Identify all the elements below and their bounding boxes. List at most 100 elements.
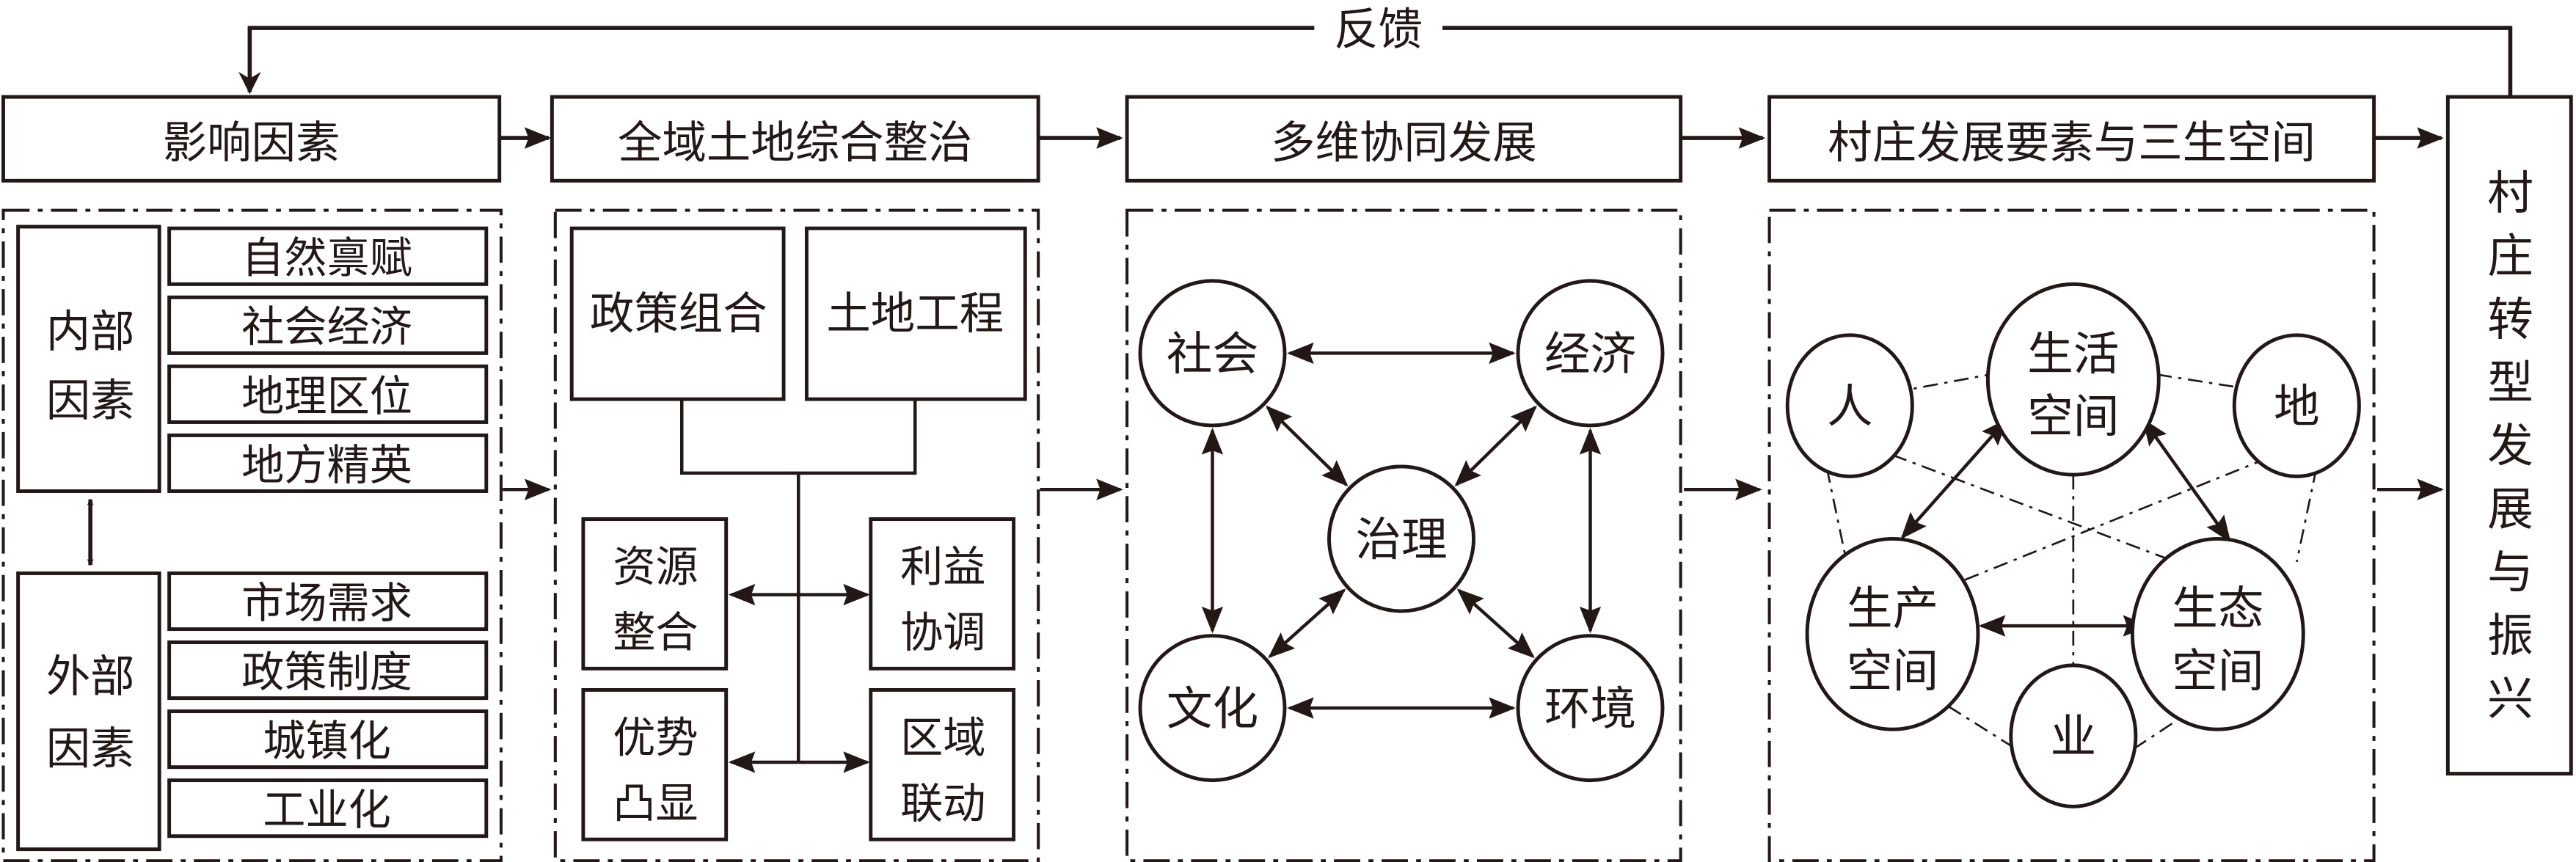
internal-factors-label-1: 内部 xyxy=(46,306,135,357)
element-land-label: 地 xyxy=(2274,379,2320,433)
effect-box xyxy=(581,517,729,671)
dash-land-production xyxy=(1964,454,2276,581)
link-living-ecology xyxy=(2142,418,2231,543)
effect-box xyxy=(869,517,1016,671)
effect-label-line: 整合 xyxy=(613,607,698,657)
node-governance-label: 治理 xyxy=(1355,513,1447,566)
outcome-char: 型 xyxy=(2487,356,2533,409)
factor-item-box xyxy=(167,640,489,701)
policy-combination-box xyxy=(569,226,786,401)
feedback-line-left xyxy=(238,26,1315,95)
factor-item-box xyxy=(167,571,489,632)
link-economy-governance xyxy=(1454,405,1538,487)
factor-item-box xyxy=(167,295,489,355)
effect-label-line: 区域 xyxy=(900,713,985,763)
outcome-char: 振 xyxy=(2487,609,2533,662)
land-engineering-label: 土地工程 xyxy=(826,288,1004,340)
header-village-elements: 村庄发展要素与三生空间 xyxy=(1767,95,2376,183)
outcome-char: 展 xyxy=(2487,482,2533,536)
effect-label-line: 协调 xyxy=(900,607,985,657)
factor-item-label: 地方精英 xyxy=(241,440,412,490)
header-consolidation-label: 全域土地综合整治 xyxy=(618,117,973,169)
effect-box xyxy=(869,687,1016,841)
effect-label-line: 凸显 xyxy=(613,778,698,828)
space-production-label-2: 空间 xyxy=(1847,644,1938,698)
outcome-char: 村 xyxy=(2487,166,2533,219)
link-living-production xyxy=(1900,418,2008,539)
policy-combination-label: 政策组合 xyxy=(590,288,767,340)
node-environment xyxy=(1516,634,1665,783)
element-people-label: 人 xyxy=(1827,379,1873,433)
factor-item-box xyxy=(167,226,489,286)
factor-item-label: 工业化 xyxy=(263,785,391,835)
node-environment-label: 环境 xyxy=(1544,682,1636,735)
factor-item-label: 社会经济 xyxy=(241,302,412,352)
factor-item-box xyxy=(167,433,489,493)
factor-item-label: 市场需求 xyxy=(241,578,412,628)
space-ecology-label-1: 生态 xyxy=(2172,582,2263,635)
effect-label-line: 联动 xyxy=(900,778,985,828)
outcome-char: 发 xyxy=(2487,419,2533,472)
link-environment-governance xyxy=(1456,588,1535,659)
factor-item-label: 地理区位 xyxy=(241,371,412,421)
factor-item-label: 城镇化 xyxy=(263,716,391,766)
external-factors-label-2: 因素 xyxy=(46,723,135,775)
node-culture xyxy=(1138,634,1287,783)
factor-item-box xyxy=(167,364,489,424)
feedback-line-right xyxy=(1442,26,2513,98)
space-living-label-2: 空间 xyxy=(2027,390,2119,443)
element-industry-label: 业 xyxy=(2050,710,2096,764)
feedback-loop: 反馈 xyxy=(238,4,2513,98)
link-society-governance xyxy=(1265,405,1349,487)
feedback-label: 反馈 xyxy=(1334,4,1423,55)
node-culture-label: 文化 xyxy=(1167,682,1258,735)
space-ecology xyxy=(2130,536,2305,731)
header-multidimensional-synergy: 多维协同发展 xyxy=(1125,95,1683,183)
effect-label-line: 优势 xyxy=(613,713,698,763)
node-society xyxy=(1138,279,1287,428)
internal-factors-box xyxy=(16,224,161,493)
effect-label-line: 资源 xyxy=(613,542,698,592)
node-economy xyxy=(1516,279,1665,428)
node-society-label: 社会 xyxy=(1167,327,1258,381)
dash-people-production xyxy=(1825,467,1848,563)
factor-item-box xyxy=(167,709,489,770)
external-factors-box xyxy=(16,571,161,852)
effect-box xyxy=(581,687,729,841)
header-influence-factors: 影响因素 xyxy=(1,95,502,183)
node-governance xyxy=(1327,464,1475,613)
effect-label-line: 利益 xyxy=(900,542,985,592)
space-living-label-1: 生活 xyxy=(2027,327,2119,381)
outcome-char: 兴 xyxy=(2487,672,2533,726)
header-land-consolidation: 全域土地综合整治 xyxy=(550,95,1040,183)
element-people xyxy=(1785,333,1914,478)
node-economy-label: 经济 xyxy=(1544,327,1636,381)
factor-item-label: 政策制度 xyxy=(241,647,412,697)
header-elements-label: 村庄发展要素与三生空间 xyxy=(1828,117,2316,169)
connector-top xyxy=(680,399,917,475)
space-production-label-1: 生产 xyxy=(1847,582,1938,635)
header-row: 影响因素 全域土地综合整治 多维协同发展 村庄发展要素与三生空间 xyxy=(1,95,2445,183)
internal-factors-label-2: 因素 xyxy=(46,376,135,427)
space-ecology-label-2: 空间 xyxy=(2172,644,2263,698)
factor-item-box xyxy=(167,778,489,839)
synergy-links xyxy=(1201,342,1602,719)
dash-land-ecology xyxy=(2296,467,2318,563)
factor-item-label: 自然禀赋 xyxy=(241,233,412,283)
dash-people-ecology xyxy=(1892,453,2189,568)
external-factors-label-1: 外部 xyxy=(46,651,135,703)
land-engineering-box xyxy=(804,226,1027,401)
panel-village-elements: 生活空间生产空间生态空间人地业 xyxy=(1767,208,2376,862)
space-nodes: 生活空间生产空间生态空间人地业 xyxy=(1785,282,2361,808)
element-land xyxy=(2232,333,2361,478)
